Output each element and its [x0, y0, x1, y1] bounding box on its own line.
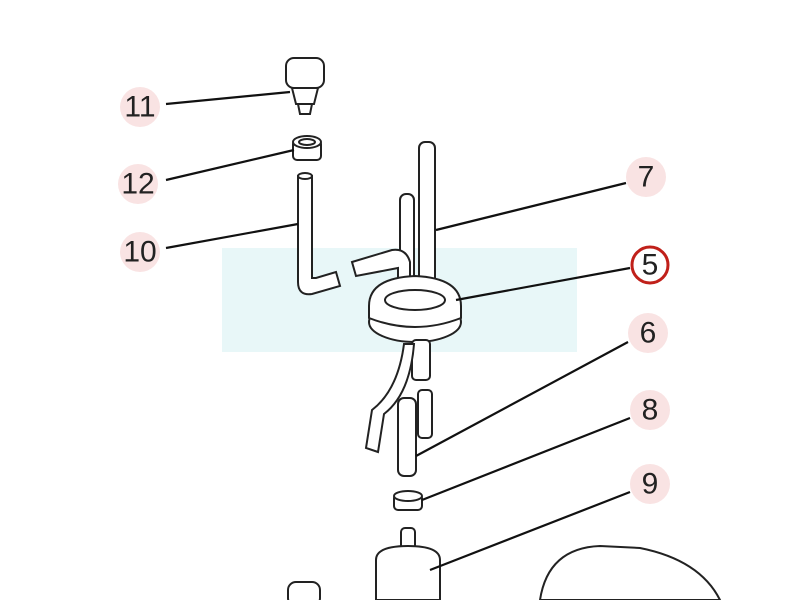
part-8-ring — [393, 490, 423, 511]
callout-label: 10 — [123, 236, 156, 269]
part-7-tubes — [350, 141, 436, 295]
callout-6[interactable]: 6 — [628, 313, 668, 353]
callout-label: 7 — [638, 161, 655, 194]
callout-label: 11 — [124, 91, 155, 124]
callout-label: 8 — [642, 394, 659, 427]
callout-11[interactable]: 11 — [120, 87, 160, 127]
callout-9[interactable]: 9 — [630, 464, 670, 504]
callout-12[interactable]: 12 — [118, 164, 158, 204]
leader-lines — [165, 90, 631, 572]
part-10-hose — [297, 172, 342, 296]
part-11-cap — [285, 57, 325, 115]
callout-5-highlighted[interactable]: 5 — [630, 245, 670, 285]
callout-label: 12 — [121, 168, 154, 201]
part-9-pump — [287, 527, 722, 600]
part-12-ring — [292, 135, 322, 161]
callout-label: 5 — [642, 249, 659, 282]
callout-10[interactable]: 10 — [120, 232, 160, 272]
callout-8[interactable]: 8 — [630, 390, 670, 430]
part-6-hose — [397, 397, 417, 477]
part-5-fuel-filter — [364, 274, 462, 454]
callout-7[interactable]: 7 — [626, 157, 666, 197]
callout-label: 9 — [642, 468, 659, 501]
callout-label: 6 — [640, 317, 657, 350]
